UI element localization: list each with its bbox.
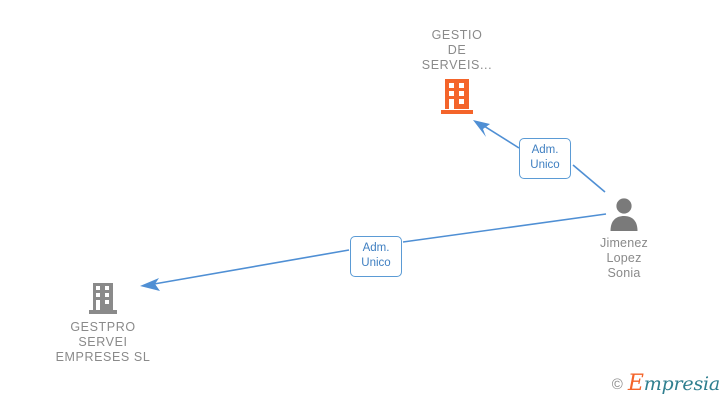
node-company-gestio[interactable]: GESTIO DE SERVEIS... (377, 28, 537, 115)
node-label: GESTIO DE SERVEIS... (421, 28, 493, 72)
edge-label-adm-unico-gestpro[interactable]: Adm. Unico (350, 236, 402, 277)
watermark-empresia: © Empresia (611, 371, 720, 396)
building-icon (23, 281, 183, 315)
node-company-gestpro[interactable]: GESTPRO SERVEI EMPRESES SL (23, 281, 183, 365)
edge-segment-left (153, 249, 350, 285)
person-icon (563, 197, 685, 231)
node-label: GESTPRO SERVEI EMPRESES SL (55, 320, 151, 364)
building-icon (377, 77, 537, 115)
copyright-icon: © (611, 375, 623, 393)
edge-segment-upper (483, 125, 520, 149)
node-label: Jimenez Lopez Sonia (600, 236, 648, 280)
edge-segment-right (402, 213, 607, 243)
edge-arrowhead (140, 278, 160, 291)
edge-person-to-gestpro (140, 213, 607, 291)
brand-rest: mpresia (643, 373, 720, 395)
edge-arrowhead (473, 120, 490, 137)
node-person-jimenez[interactable]: Jimenez Lopez Sonia (563, 197, 685, 281)
brand-initial: E (627, 371, 644, 396)
edge-label-adm-unico-gestio[interactable]: Adm. Unico (519, 138, 571, 179)
edge-person-to-gestio (473, 120, 606, 193)
edge-segment-lower (572, 164, 606, 193)
brand-logo-text: Empresia (627, 371, 720, 396)
